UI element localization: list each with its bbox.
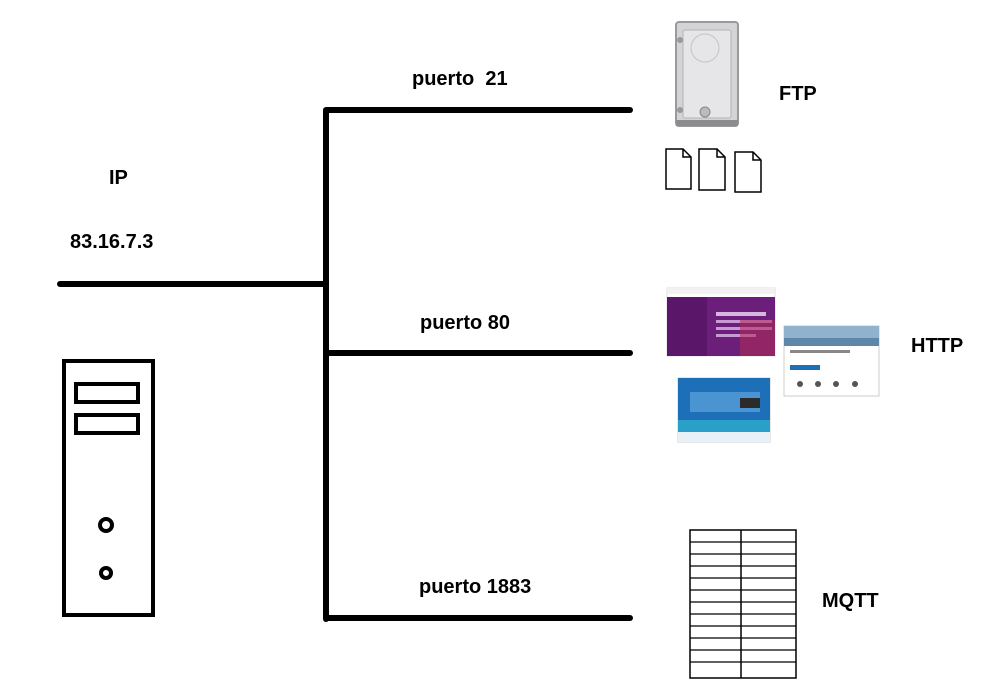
web-page-thumbnail (783, 325, 880, 397)
file-icon (734, 151, 762, 193)
port-1883-line (323, 615, 633, 621)
port-21-label: puerto 21 (412, 68, 508, 90)
ip-title: IP (109, 167, 128, 189)
ftp-label: FTP (779, 83, 817, 105)
port-80-label: puerto 80 (420, 312, 511, 334)
port-1883-label: puerto 1883 (419, 576, 532, 598)
file-icon (698, 148, 726, 191)
port-bus-line (323, 108, 329, 622)
port-80-line (323, 350, 633, 356)
web-page-thumbnail (677, 377, 771, 443)
ip-link-line (57, 281, 329, 287)
web-page-thumbnail (666, 287, 776, 357)
http-label: HTTP (911, 335, 964, 357)
port-21-line (323, 107, 633, 113)
mqtt-label: MQTT (822, 590, 879, 612)
file-icon (665, 148, 692, 190)
ip-address: 83.16.7.3 (70, 231, 154, 253)
